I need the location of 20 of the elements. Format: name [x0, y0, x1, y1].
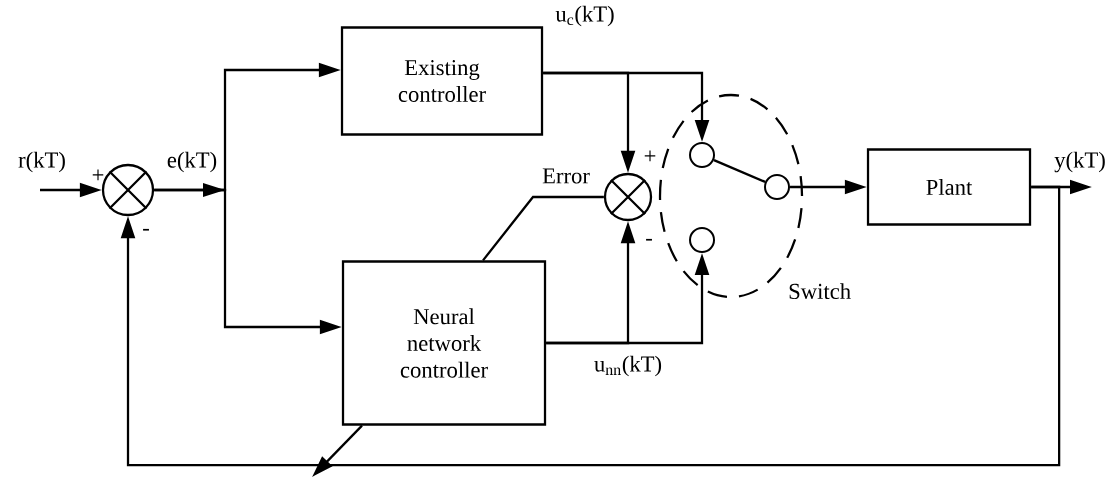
- connector-line: [482, 195, 604, 262]
- switch-label: Switch: [789, 283, 851, 300]
- switch-contact: [689, 227, 715, 253]
- arrow: [120, 185, 1061, 467]
- sign-label: +: [644, 150, 656, 162]
- sign-label: +: [92, 169, 104, 181]
- signal-label: e(kT): [165, 150, 219, 174]
- switch-contact: [764, 174, 790, 200]
- sign-label: -: [646, 238, 652, 241]
- signal-label: y(kT): [1052, 150, 1108, 174]
- signal-label: r(kT): [16, 150, 68, 174]
- block-box: Neural network controller: [341, 260, 547, 426]
- block-box: Plant: [866, 148, 1032, 226]
- signal-label: Error: [540, 167, 592, 185]
- signal-label: u$_{c}$(kT): [554, 4, 616, 28]
- connector-line: [713, 159, 766, 183]
- switch-contact: [689, 142, 715, 168]
- block-box: Existing controller: [340, 26, 544, 136]
- signal-label: u$_{nn}$(kT): [592, 354, 664, 378]
- sign-label: -: [143, 228, 149, 231]
